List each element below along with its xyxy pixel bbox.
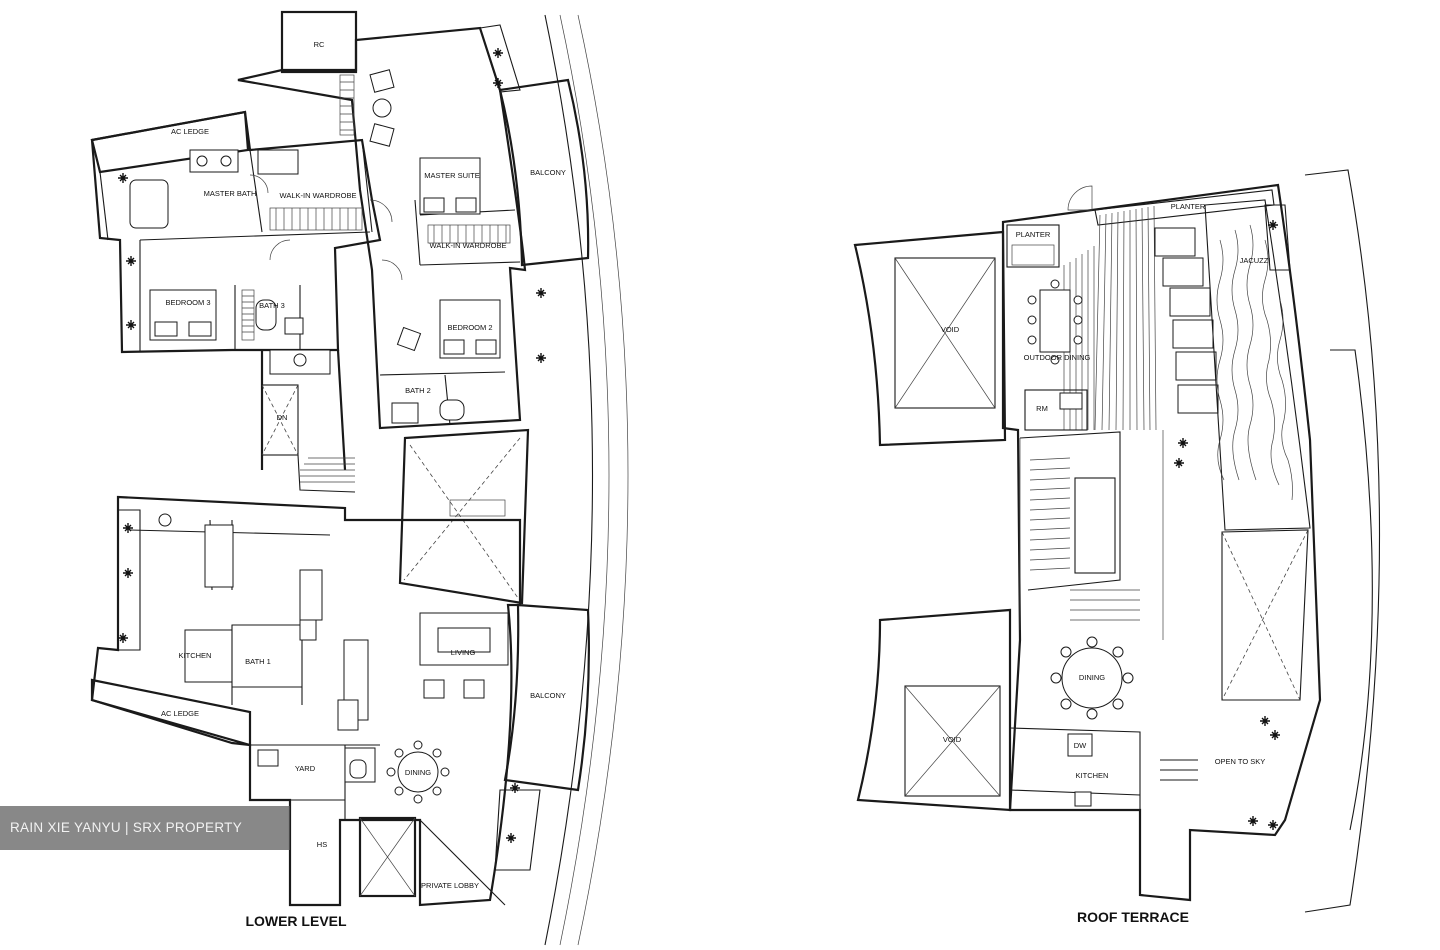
label-rm: RM [1036,404,1048,413]
label-jacuzzi: JACUZZI [1240,256,1271,265]
label-bedroom-2: BEDROOM 2 [447,323,492,332]
balcony-top [498,78,590,267]
label-open-to-sky: OPEN TO SKY [1215,757,1266,766]
label-master-bath: MASTER BATH [204,189,257,198]
label-rc: RC [314,40,325,49]
label-walk-in-wardrobe-1: WALK-IN WARDROBE [280,191,357,200]
roof-plant-symbols [1174,220,1280,830]
grand-piano-area [398,428,530,605]
label-ac-ledge-top: AC LEDGE [171,127,209,136]
label-walk-in-wardrobe-2: WALK-IN WARDROBE [430,241,507,250]
jacuzzi-pool [1204,199,1311,531]
void-bottom [856,608,1012,812]
label-kitchen: KITCHEN [179,651,212,660]
balcony-bottom [503,603,590,792]
lower-level-title: LOWER LEVEL [245,913,347,929]
plant-symbols [118,48,546,843]
label-private-lobby: PRIVATE LOBBY [421,881,479,890]
roof-terrace-plan: PLANTER PLANTER JACUZZI VOID OUTDOOR DIN… [853,169,1381,925]
watermark: RAIN XIE YANYU | SRX PROPERTY [0,806,290,850]
label-dining-roof: DINING [1079,673,1105,682]
label-void-top: VOID [941,325,960,334]
label-dn: DN [277,413,288,422]
label-planter-top: PLANTER [1171,202,1206,211]
lower-level-plan: RC AC LEDGE MASTER BATH WALK-IN WARDROBE… [90,10,629,946]
label-dw: DW [1074,741,1087,750]
label-master-suite: MASTER SUITE [424,171,479,180]
label-bath-3: BATH 3 [259,301,285,310]
label-outdoor-dining: OUTDOOR DINING [1024,353,1091,362]
label-kitchen-roof: KITCHEN [1076,771,1109,780]
label-dining: DINING [405,768,431,777]
label-balcony-bottom: BALCONY [530,691,566,700]
label-yard: YARD [295,764,316,773]
void-top [853,230,1007,447]
label-bath-1: BATH 1 [245,657,271,666]
label-bedroom-3: BEDROOM 3 [165,298,210,307]
label-ac-ledge-bottom: AC LEDGE [161,709,199,718]
label-living: LIVING [451,648,476,657]
label-void-bottom: VOID [943,735,962,744]
label-bath-2: BATH 2 [405,386,431,395]
label-planter-small: PLANTER [1016,230,1051,239]
label-balcony-top: BALCONY [530,168,566,177]
label-hs: HS [317,840,327,849]
roof-terrace-title: ROOF TERRACE [1077,909,1189,925]
ac-ledge-top [90,110,250,174]
